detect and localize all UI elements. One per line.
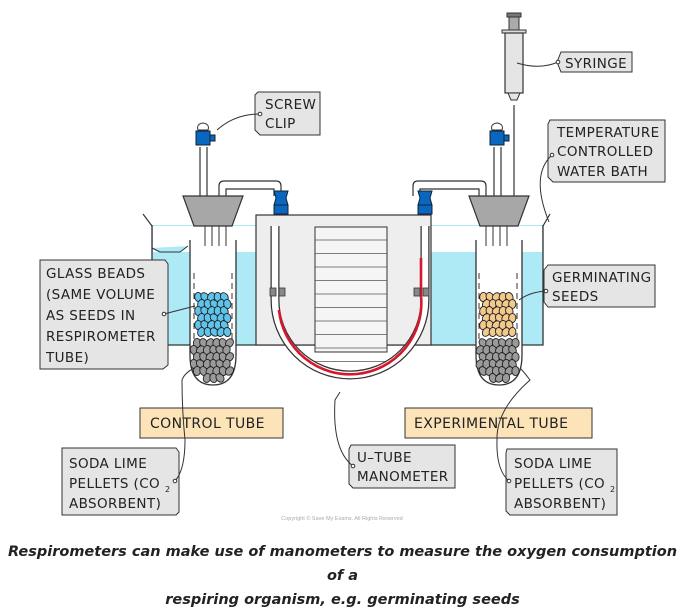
callout-text: GERMINATING — [552, 270, 651, 286]
manometer-board — [255, 214, 432, 362]
screw-clip-right — [489, 130, 505, 146]
u-tube-manometer — [269, 190, 433, 380]
control-tube-text: CONTROL TUBE — [150, 416, 265, 432]
soda-lime-right-callout: SODA LIME PELLETS (CO 2 ABSORBENT) — [496, 367, 618, 516]
connector-right — [417, 190, 433, 206]
syringe-callout: SYRINGE — [516, 51, 633, 73]
callout-text: U–TUBE — [357, 450, 412, 466]
control-tube-label: CONTROL TUBE — [139, 407, 284, 439]
caption-line-1: Respirometers can make use of manometers… — [7, 544, 678, 584]
screw-clip-left — [195, 130, 211, 146]
subscript: 2 — [165, 485, 171, 494]
rubber-bung-left — [182, 195, 244, 227]
experimental-tube-label: EXPERIMENTAL TUBE — [404, 407, 593, 439]
soda-lime-left-callout: SODA LIME PELLETS (CO 2 ABSORBENT) — [61, 367, 196, 516]
control-test-tube — [182, 122, 282, 386]
screw-clip-callout: SCREW CLIP — [216, 91, 321, 136]
callout-text: (SAME VOLUME — [46, 287, 155, 303]
callout-text: TEMPERATURE — [556, 125, 660, 141]
experimental-tube-text: EXPERIMENTAL TUBE — [414, 416, 568, 432]
copyright-notice: Copyright © Save My Exams. All Rights Re… — [281, 515, 402, 522]
caption-line-2: respiring organism, e.g. germinating see… — [165, 592, 520, 608]
glass-beads-callout: GLASS BEADS (SAME VOLUME AS SEEDS IN RES… — [39, 259, 196, 370]
callout-text: SODA LIME — [69, 456, 147, 472]
respirometer-diagram: CONTROL TUBE EXPERIMENTAL TUBE SCREW CLI… — [39, 12, 666, 522]
syringe — [501, 12, 527, 101]
rubber-bung-right — [468, 195, 530, 227]
callout-text: PELLETS (CO — [69, 476, 160, 492]
germinating-seeds-callout: GERMINATING SEEDS — [518, 264, 656, 308]
soda-lime-pellets-left — [189, 337, 234, 384]
soda-lime-pellets-right — [475, 337, 520, 384]
manometer-fluid — [277, 258, 423, 376]
figure-caption: Respirometers can make use of manometers… — [0, 540, 685, 612]
experimental-test-tube — [412, 105, 530, 386]
callout-text: CLIP — [265, 116, 296, 132]
callout-text: TUBE) — [45, 350, 89, 366]
callout-text: GLASS BEADS — [46, 266, 145, 282]
callout-text: SEEDS — [552, 289, 599, 305]
callout-text: CONTROLLED — [557, 144, 653, 160]
callout-text: SODA LIME — [514, 456, 592, 472]
callout-text: PELLETS (CO — [514, 476, 605, 492]
manometer-scale — [315, 239, 387, 362]
callout-text: SYRINGE — [565, 56, 627, 72]
subscript: 2 — [610, 485, 616, 494]
callout-text: WATER BATH — [557, 164, 648, 180]
callout-text: MANOMETER — [357, 469, 449, 485]
u-tube-callout: U–TUBE MANOMETER — [334, 391, 456, 489]
callout-text: RESPIROMETER — [46, 329, 156, 345]
germinating-seeds — [479, 291, 517, 338]
callout-text: ABSORBENT) — [514, 496, 606, 512]
glass-beads — [194, 291, 232, 338]
callout-text: AS SEEDS IN — [46, 308, 135, 324]
connector-left — [273, 190, 289, 206]
water-bath-callout: TEMPERATURE CONTROLLED WATER BATH — [539, 119, 666, 223]
callout-text: SCREW — [265, 97, 316, 113]
callout-text: ABSORBENT) — [69, 496, 161, 512]
